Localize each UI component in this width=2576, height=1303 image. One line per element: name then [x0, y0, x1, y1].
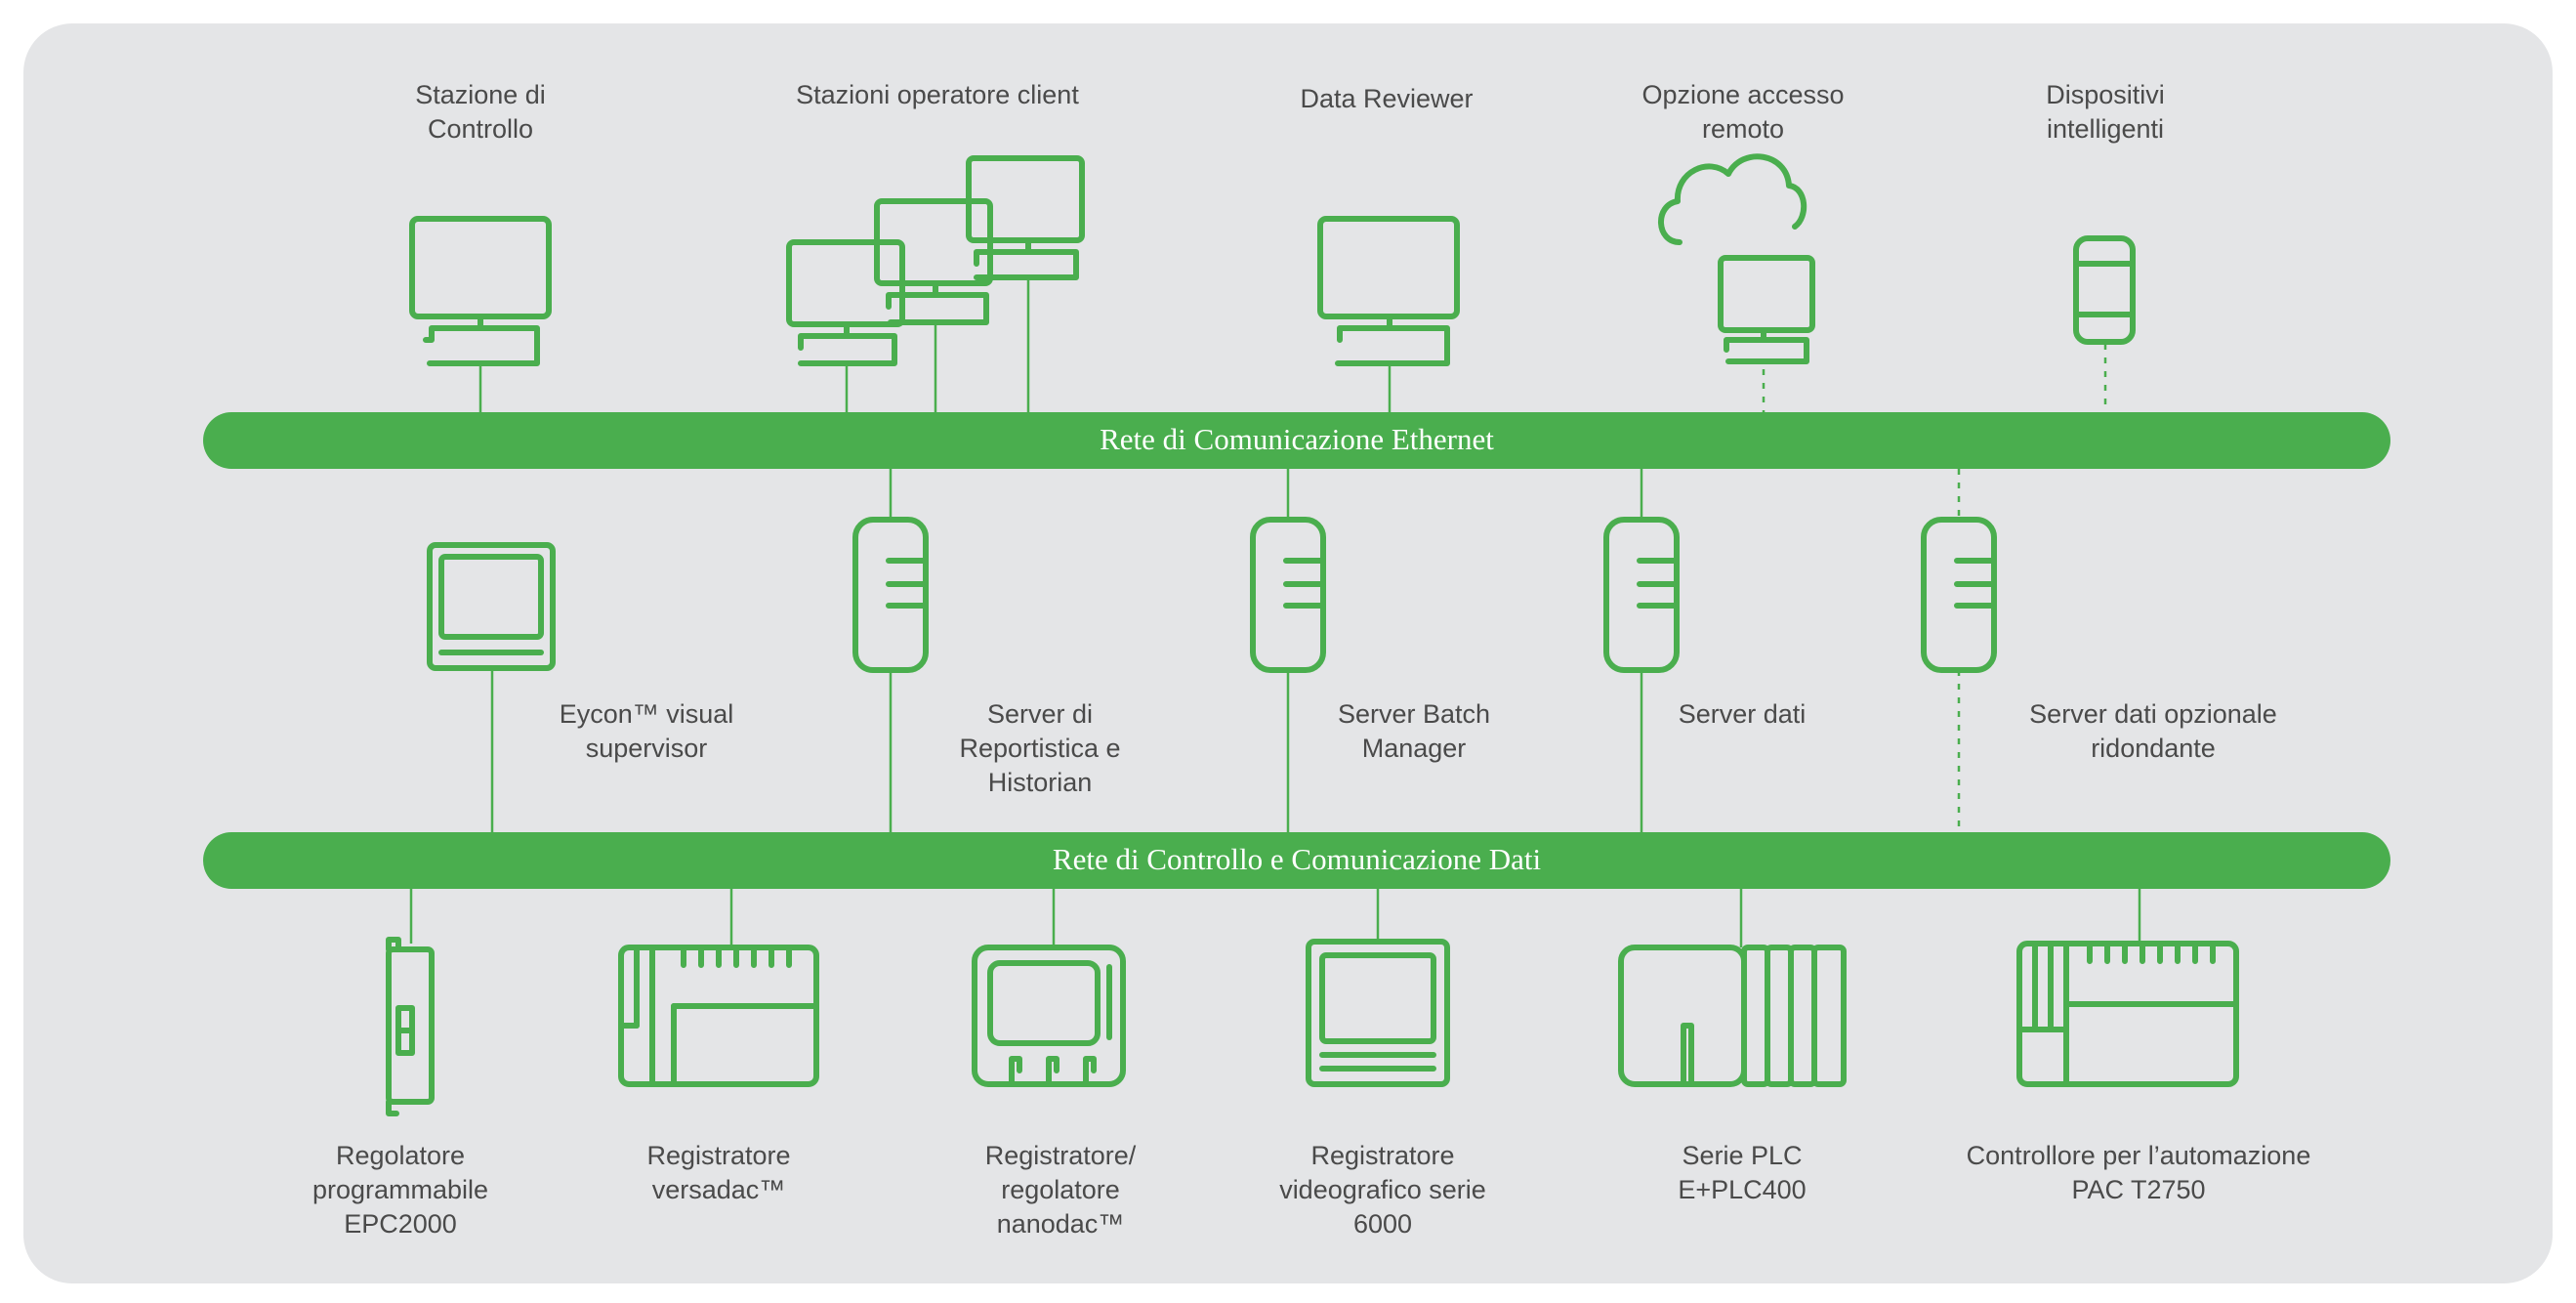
control-network-label: Rete di Controllo e Comunicazione Dati [1052, 842, 1542, 876]
control-network-bus [203, 832, 2390, 889]
pac-controller-icon [2016, 941, 2239, 1087]
bottom-node-label-epc2000: Regolatore programmabile EPC2000 [312, 1141, 489, 1239]
top-node-label-remote-access: Opzione accesso remoto [1641, 80, 1845, 144]
top-node-label-smart-devices: Dispositivi intelligenti [2046, 80, 2165, 144]
monitor-icon [1317, 216, 1460, 366]
top-node-label-control-station: Stazione di Controllo [415, 80, 546, 144]
panel-display-icon [427, 542, 556, 671]
monitor-icon [409, 216, 552, 366]
multiple-monitors-icon [786, 155, 1085, 366]
server-icon [1603, 517, 1680, 673]
ethernet-to-server-connectors [889, 469, 1961, 520]
server-to-control-connectors [490, 670, 1961, 832]
middle-node-label-redundant-server: Server dati opzionale ridondante [2029, 699, 2277, 763]
din-controller-icon [386, 937, 435, 1116]
server-icon [1250, 517, 1326, 673]
ethernet-network-label: Rete di Comunicazione Ethernet [1100, 422, 1494, 456]
videographic-recorder-icon [1306, 939, 1450, 1087]
middle-node-label-eycon: Eycon™ visual supervisor [559, 699, 734, 763]
plc-icon [1618, 945, 1847, 1087]
top-connectors [478, 277, 2107, 412]
top-node-label-data-reviewer: Data Reviewer [1300, 84, 1474, 113]
server-icon [852, 517, 929, 673]
mobile-device-icon [2073, 235, 2136, 345]
ethernet-network-bus [203, 412, 2390, 469]
middle-node-label-batch-server: Server Batch Manager [1337, 699, 1491, 763]
bottom-node-label-videographic: Registratore videografico serie 6000 [1279, 1141, 1486, 1239]
bottom-node-label-versadac: Registratore versadac™ [646, 1141, 791, 1204]
cloud-monitor-icon [1658, 153, 1815, 364]
bottom-node-label-plc: Serie PLC E+PLC400 [1678, 1141, 1807, 1204]
modular-recorder-icon [618, 945, 819, 1087]
server-icon [1921, 517, 1997, 673]
nanodac-icon [972, 945, 1126, 1087]
middle-node-label-reporting-server: Server di Reportistica e Historian [959, 699, 1121, 797]
bottom-node-label-nanodac: Registratore/ regolatore nanodac™ [984, 1141, 1137, 1239]
middle-node-label-data-server: Server dati [1678, 699, 1807, 729]
bottom-node-label-pac: Controllore per l’automazione PAC T2750 [1966, 1141, 2311, 1204]
control-to-device-connectors [409, 889, 2141, 947]
top-node-label-client-stations: Stazioni operatore client [796, 80, 1079, 109]
